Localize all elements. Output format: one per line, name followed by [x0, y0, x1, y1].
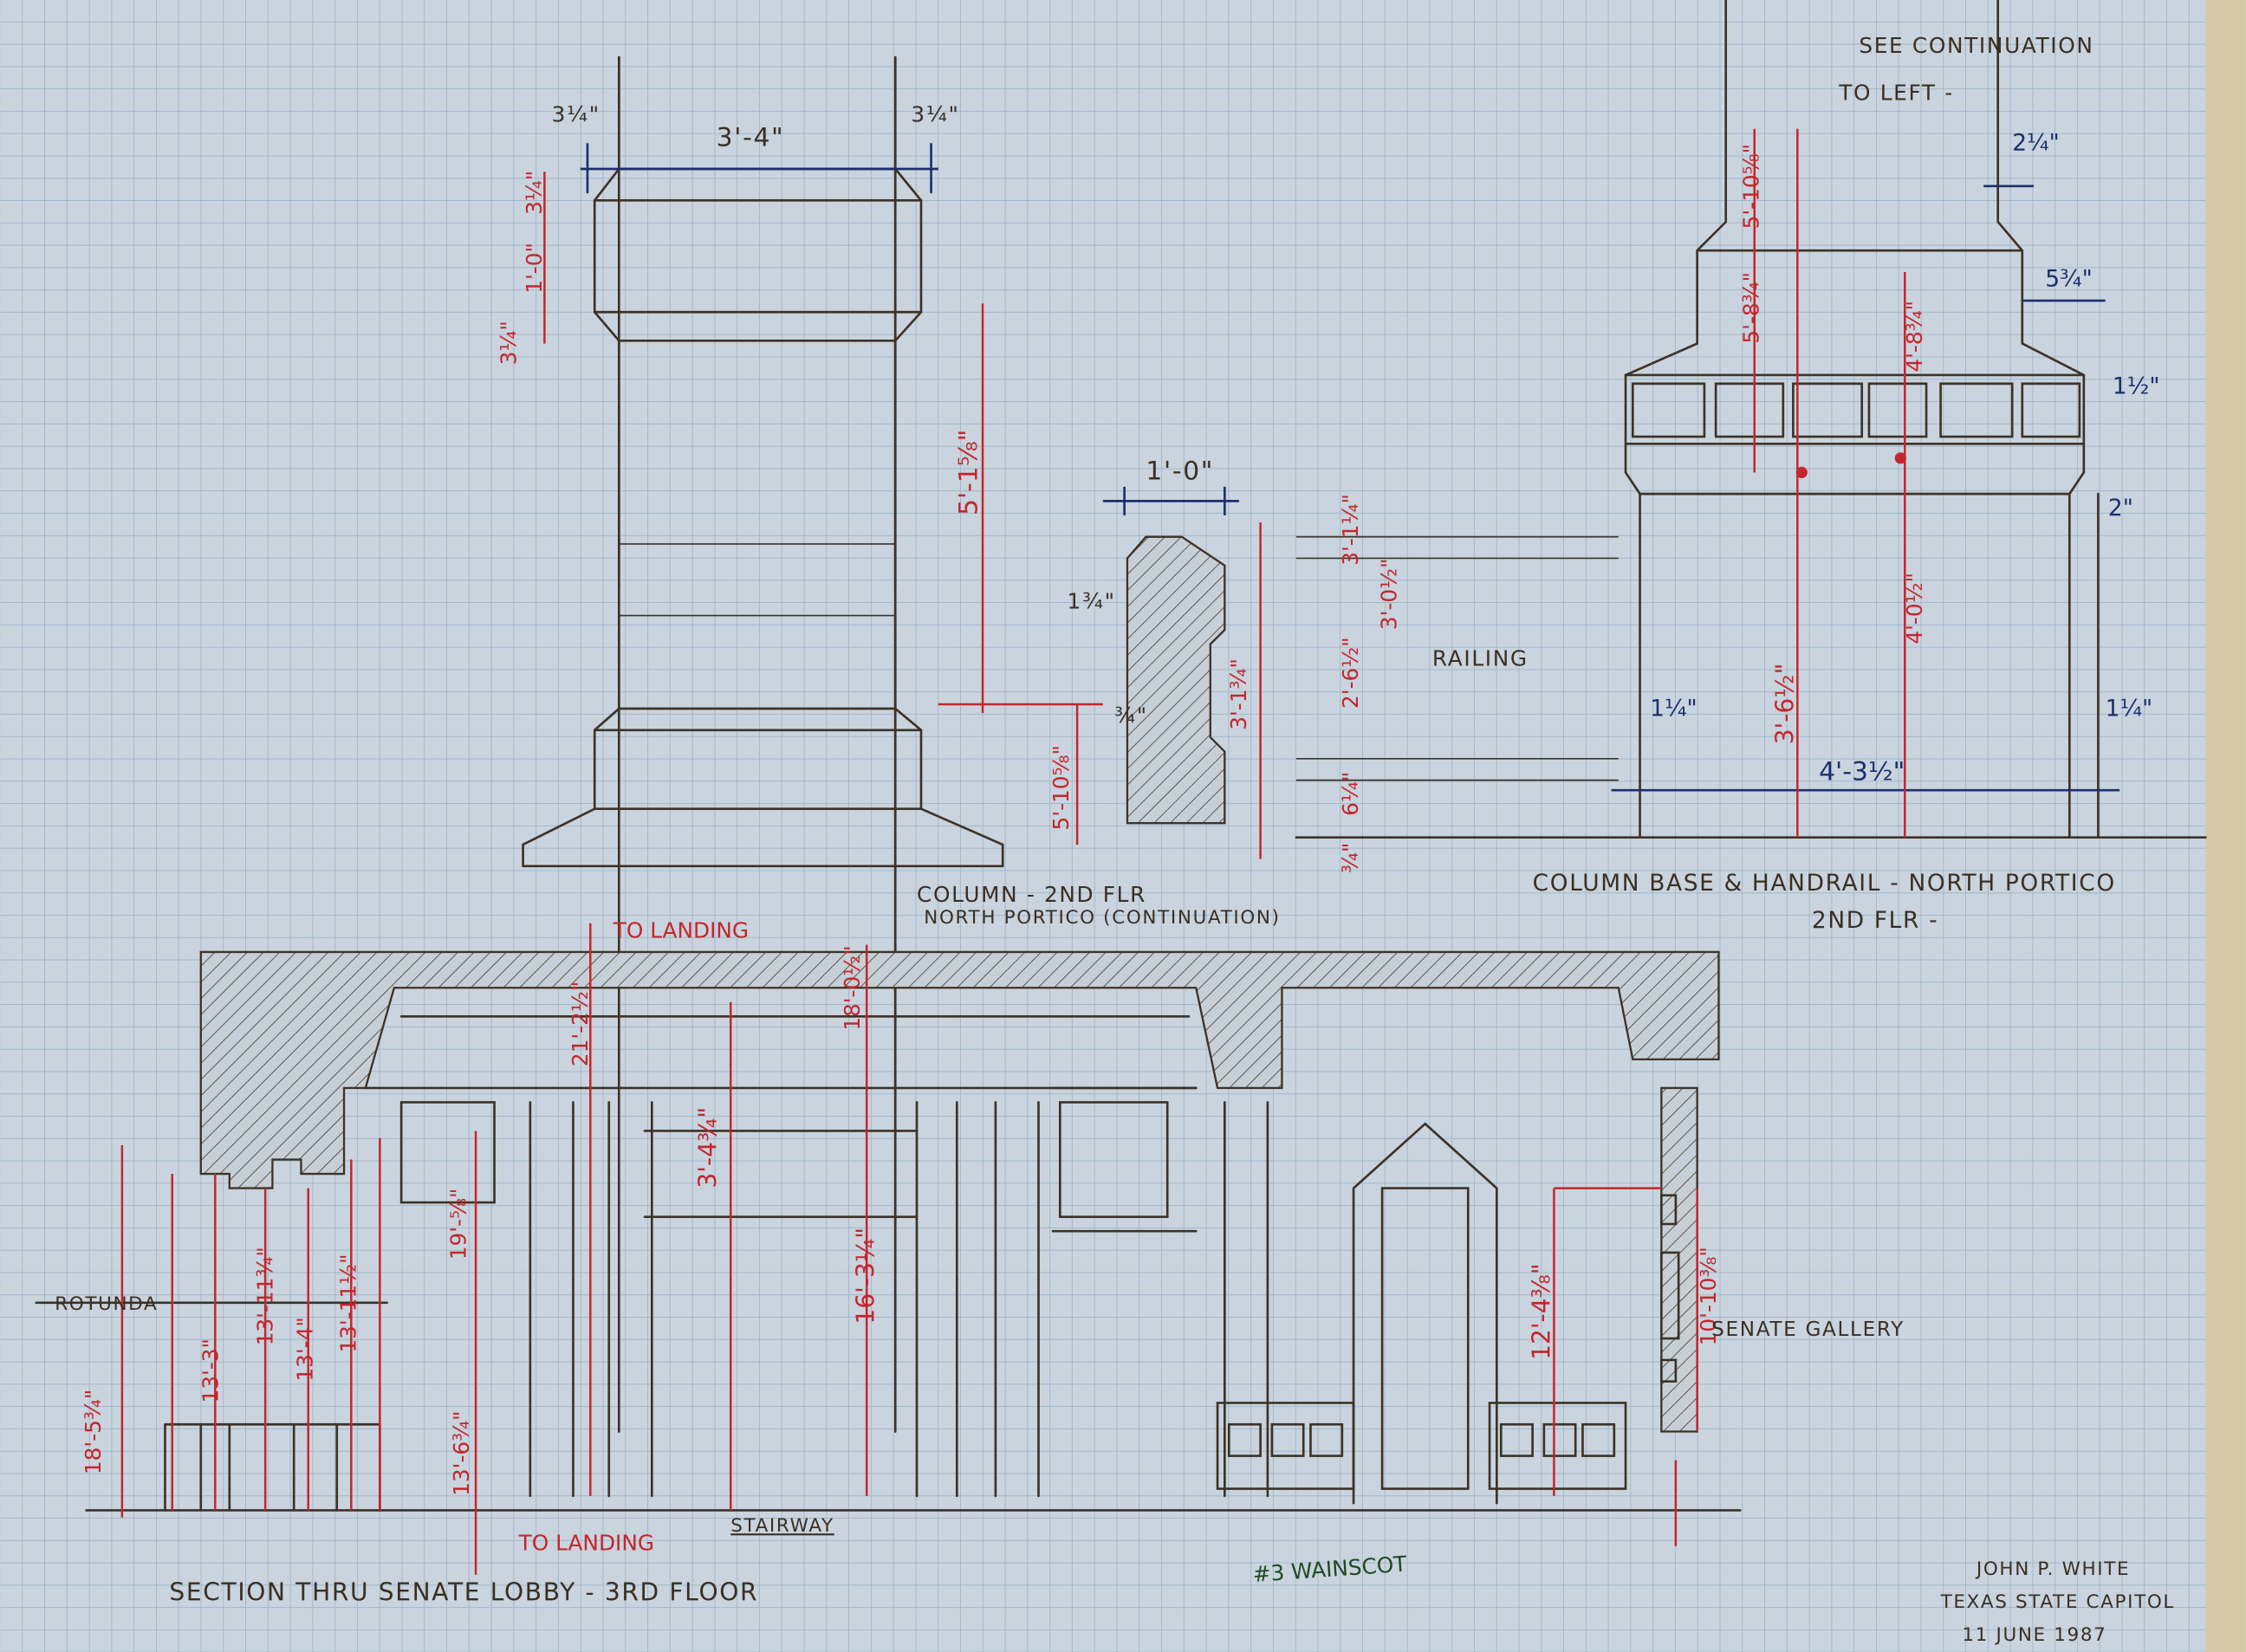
- dim-rail-d: 6¼": [1338, 772, 1363, 816]
- dim-rail-e: ¾": [1338, 843, 1363, 873]
- dim-sec-d13: 18'-5¾": [81, 1390, 106, 1474]
- dim-col-left-offset: 3¼": [552, 101, 600, 126]
- dim-sec-d11: 12'-4⅜": [1527, 1263, 1555, 1360]
- dim-sec-d4: 19'-⅝": [445, 1189, 471, 1260]
- dim-sec-d2: 18'-0½": [840, 945, 865, 1030]
- dim-rail-base-height: 5'-10⅝": [1048, 745, 1074, 830]
- signature-date: 11 JUNE 1987: [1962, 1624, 2106, 1646]
- senate-lobby-section: [35, 923, 1742, 1575]
- dim-rail-mid-step: ¾": [1114, 703, 1148, 729]
- dim-sec-d7: 13'-4": [293, 1317, 318, 1381]
- note-see-continuation: SEE CONTINUATION: [1859, 33, 2093, 58]
- dim-rail-c: 3'-0½": [1377, 558, 1402, 630]
- dim-sec-d10: 16'-3¼": [851, 1228, 880, 1325]
- dim-base-band: 1½": [2113, 373, 2160, 399]
- column-elevation: [522, 55, 1004, 1433]
- dim-sec-d1: 21'-2½": [568, 981, 593, 1066]
- dim-base-h3: 4'-8¾": [1902, 301, 1927, 373]
- dim-sec-d5: 13'-3": [198, 1338, 224, 1403]
- dim-base-h2: 5'-8¾": [1739, 272, 1764, 344]
- dim-base-width: 4'-3½": [1819, 757, 1905, 787]
- dim-rail-height: 3'-1¾": [1226, 658, 1251, 730]
- dim-col-shaft-height: 5'-1⅝": [953, 430, 983, 515]
- caption-section: SECTION THRU SENATE LOBBY - 3RD FLOOR: [169, 1578, 758, 1607]
- note-rotunda: ROTUNDA: [55, 1293, 158, 1315]
- dim-col-cap-bottom: 3¼": [496, 321, 521, 365]
- dim-rail-b: 2'-6½": [1338, 637, 1363, 709]
- signature-project: TEXAS STATE CAPITOL: [1940, 1591, 2175, 1613]
- dim-rail-a: 3'-1¼": [1338, 494, 1363, 566]
- dim-col-right-offset: 3¼": [911, 101, 959, 126]
- dim-base-band-small: 2": [2108, 495, 2133, 522]
- column-base-elevation: [1295, 0, 2207, 839]
- dim-col-width: 3'-4": [717, 123, 785, 153]
- railing-profile: [938, 486, 1619, 859]
- dim-sec-d6: 13'-11¾": [252, 1247, 277, 1345]
- caption-base-line1: COLUMN BASE & HANDRAIL - NORTH PORTICO: [1533, 870, 2116, 897]
- dim-base-step: 5¾": [2045, 266, 2093, 293]
- note-railing: RAILING: [1432, 645, 1529, 671]
- paper-edge: [2205, 0, 2246, 1652]
- note-to-left: TO LEFT -: [1838, 81, 1954, 106]
- dim-base-top-offset: 2¼": [2012, 130, 2060, 157]
- caption-column-line2: NORTH PORTICO (CONTINUATION): [924, 907, 1280, 929]
- dim-col-cap-height: 1'-0": [522, 243, 547, 294]
- note-to-landing-top: TO LANDING: [613, 917, 749, 943]
- dim-sec-d9: 13'-6¾": [449, 1410, 474, 1495]
- caption-column-line1: COLUMN - 2ND FLR: [917, 882, 1146, 907]
- signature-name: JOHN P. WHITE: [1975, 1558, 2130, 1580]
- dim-base-h4: 4'-0½": [1902, 573, 1927, 645]
- dim-sec-d3: 3'-4¾": [694, 1107, 723, 1189]
- dim-col-cap-top: 3¼": [522, 171, 547, 215]
- dim-base-right-inset: 1¼": [2106, 695, 2153, 722]
- dim-sec-d8: 13'-11½": [335, 1254, 360, 1352]
- dim-rail-width: 1'-0": [1146, 457, 1214, 487]
- dim-base-h1: 5'-10⅝": [1739, 144, 1764, 229]
- dim-base-left-inset: 1¼": [1650, 695, 1697, 722]
- dim-rail-top-step: 1¾": [1068, 588, 1116, 613]
- dim-sec-d12: 10'-10⅜": [1696, 1247, 1721, 1345]
- note-to-landing-bottom: TO LANDING: [518, 1531, 654, 1556]
- caption-base-line2: 2ND FLR -: [1812, 907, 1938, 934]
- dim-base-h5: 3'-6½": [1770, 664, 1799, 745]
- note-senate-gallery: SENATE GALLERY: [1711, 1318, 1905, 1341]
- note-stairway: STAIRWAY: [730, 1515, 834, 1537]
